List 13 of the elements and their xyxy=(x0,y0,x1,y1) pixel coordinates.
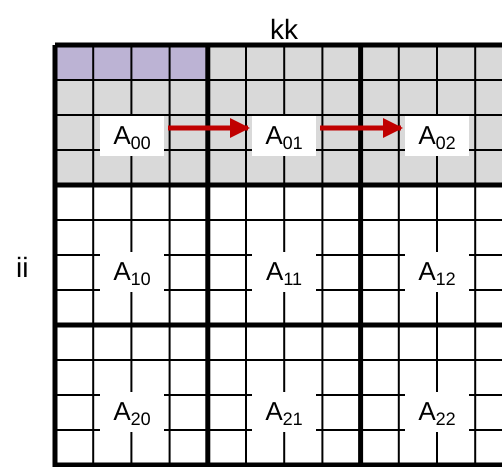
block-label: A$_{00}$ xyxy=(100,116,164,156)
block-label: A$_{01}$ xyxy=(252,116,316,156)
axis-label: ii xyxy=(16,252,28,284)
arrow xyxy=(168,118,250,138)
block-label: A$_{02}$ xyxy=(405,116,469,156)
block-label: A$_{10}$ xyxy=(100,252,164,292)
block-label: A$_{11}$ xyxy=(252,252,316,292)
block-label: A$_{12}$ xyxy=(405,252,469,292)
axis-label: kk xyxy=(270,14,298,46)
block-label: A$_{21}$ xyxy=(252,392,316,432)
arrow xyxy=(320,118,403,138)
block-label: A$_{20}$ xyxy=(100,392,164,432)
block-label: A$_{22}$ xyxy=(405,392,469,432)
